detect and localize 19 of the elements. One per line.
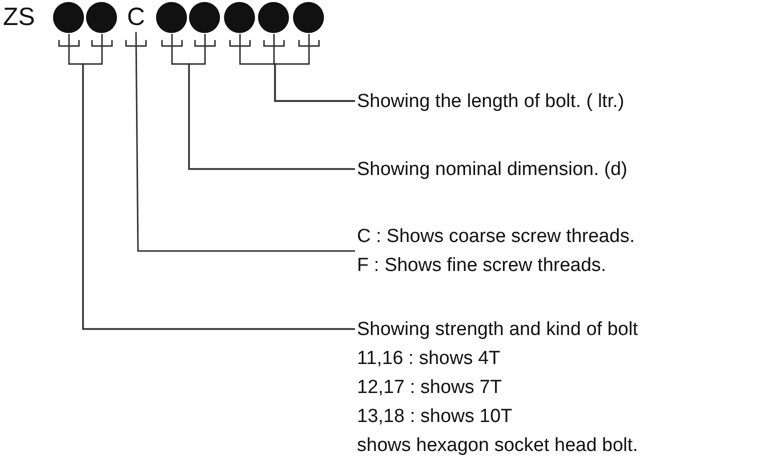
code-digit-dot (189, 2, 220, 33)
description-line: 11,16 : shows 4T (357, 347, 500, 371)
code-digit-dot (258, 2, 289, 33)
code-digit-dot (53, 2, 84, 33)
leader-line (135, 32, 355, 252)
description-text: Showing strength and kind of bolt (357, 318, 638, 342)
code-digit-dot (86, 2, 117, 33)
code-letter: C (127, 3, 146, 31)
description-text: Showing nominal dimension. (d) (357, 158, 628, 182)
code-digit-dot (156, 2, 187, 33)
description-line: shows hexagon socket head bolt. (357, 434, 638, 458)
description-text: C : Shows coarse screw threads. (357, 225, 635, 249)
code-digit-dot (293, 2, 324, 33)
code-prefix: ZS (3, 3, 35, 31)
description-line: 13,18 : shows 10T (357, 405, 512, 429)
description-text: Showing the length of bolt. ( ltr.) (357, 90, 624, 114)
description-line: 12,17 : shows 7T (357, 376, 502, 400)
code-digit-dot (224, 2, 255, 33)
description-line: F : Shows fine screw threads. (357, 254, 606, 278)
